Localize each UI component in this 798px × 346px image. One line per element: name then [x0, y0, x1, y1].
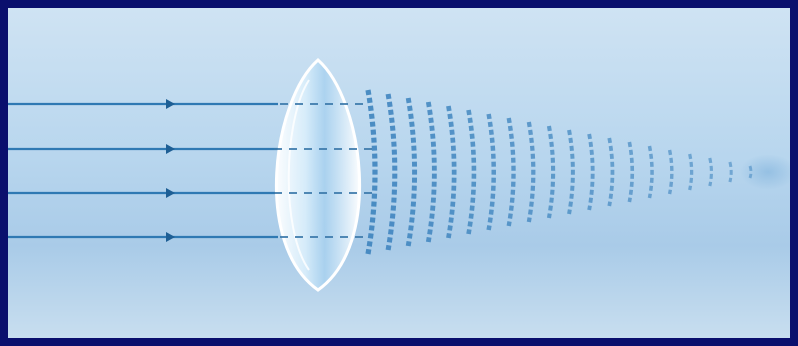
wavefront-arc	[730, 162, 731, 182]
wavefront-arc	[368, 90, 375, 254]
focus-glow	[740, 154, 790, 190]
wavefront-arc	[549, 126, 553, 218]
arrowhead-icon	[166, 188, 175, 198]
wavefront-arc	[569, 130, 573, 214]
focusing-wavefronts	[368, 90, 751, 254]
incoming-rays	[8, 104, 278, 237]
wavefront-arc	[649, 146, 652, 198]
light-wave-lens-diagram	[8, 8, 790, 338]
biconvex-lens-icon	[276, 60, 359, 290]
wavefront-arc	[690, 154, 692, 190]
wavefront-arc	[629, 142, 632, 202]
wavefront-arc	[509, 118, 514, 226]
wavefront-arc	[670, 150, 672, 194]
wavefront-arc	[428, 102, 434, 242]
ray-arrowheads	[166, 99, 175, 242]
wavefront-arc	[489, 114, 494, 230]
wavefront-arc	[589, 134, 593, 210]
arrowhead-icon	[166, 99, 175, 109]
wavefront-arc	[710, 158, 712, 186]
arrowhead-icon	[166, 144, 175, 154]
wavefront-arc	[469, 110, 474, 234]
wavefront-arc	[529, 122, 533, 222]
wavefront-arc	[448, 106, 454, 238]
wavefront-arc	[609, 138, 612, 206]
arrowhead-icon	[166, 232, 175, 242]
wavefront-arc	[388, 94, 395, 250]
wavefront-arc	[408, 98, 414, 246]
